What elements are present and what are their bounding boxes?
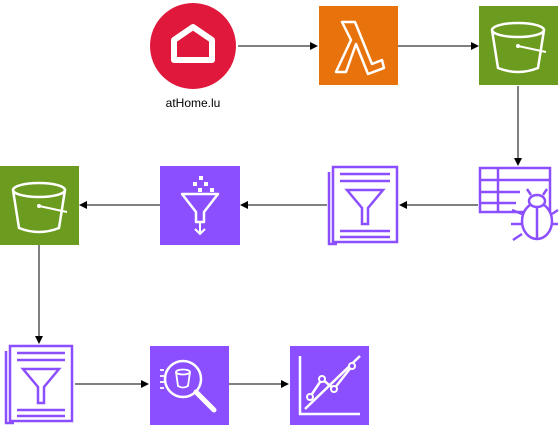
glue-crawler-icon (478, 166, 559, 242)
edges (35, 42, 522, 388)
data-wrangler-node (160, 166, 240, 245)
athena-query-icon (150, 346, 229, 425)
s3-raw-node (479, 6, 558, 85)
glue-data-catalog-icon (4, 344, 74, 425)
lambda-node (319, 6, 398, 85)
house-logo-icon (150, 3, 236, 89)
glue-catalog-2-node (4, 344, 74, 425)
glue-data-catalog-icon (327, 165, 399, 246)
s3-processed-node (0, 166, 79, 245)
glue-crawler-node (478, 166, 559, 242)
athome-label: atHome.lu (165, 96, 221, 110)
athome-node (150, 3, 236, 89)
aws-lambda-icon (319, 6, 398, 85)
quicksight-node (290, 346, 369, 425)
athena-node (150, 346, 229, 425)
glue-catalog-1-node (327, 165, 399, 246)
